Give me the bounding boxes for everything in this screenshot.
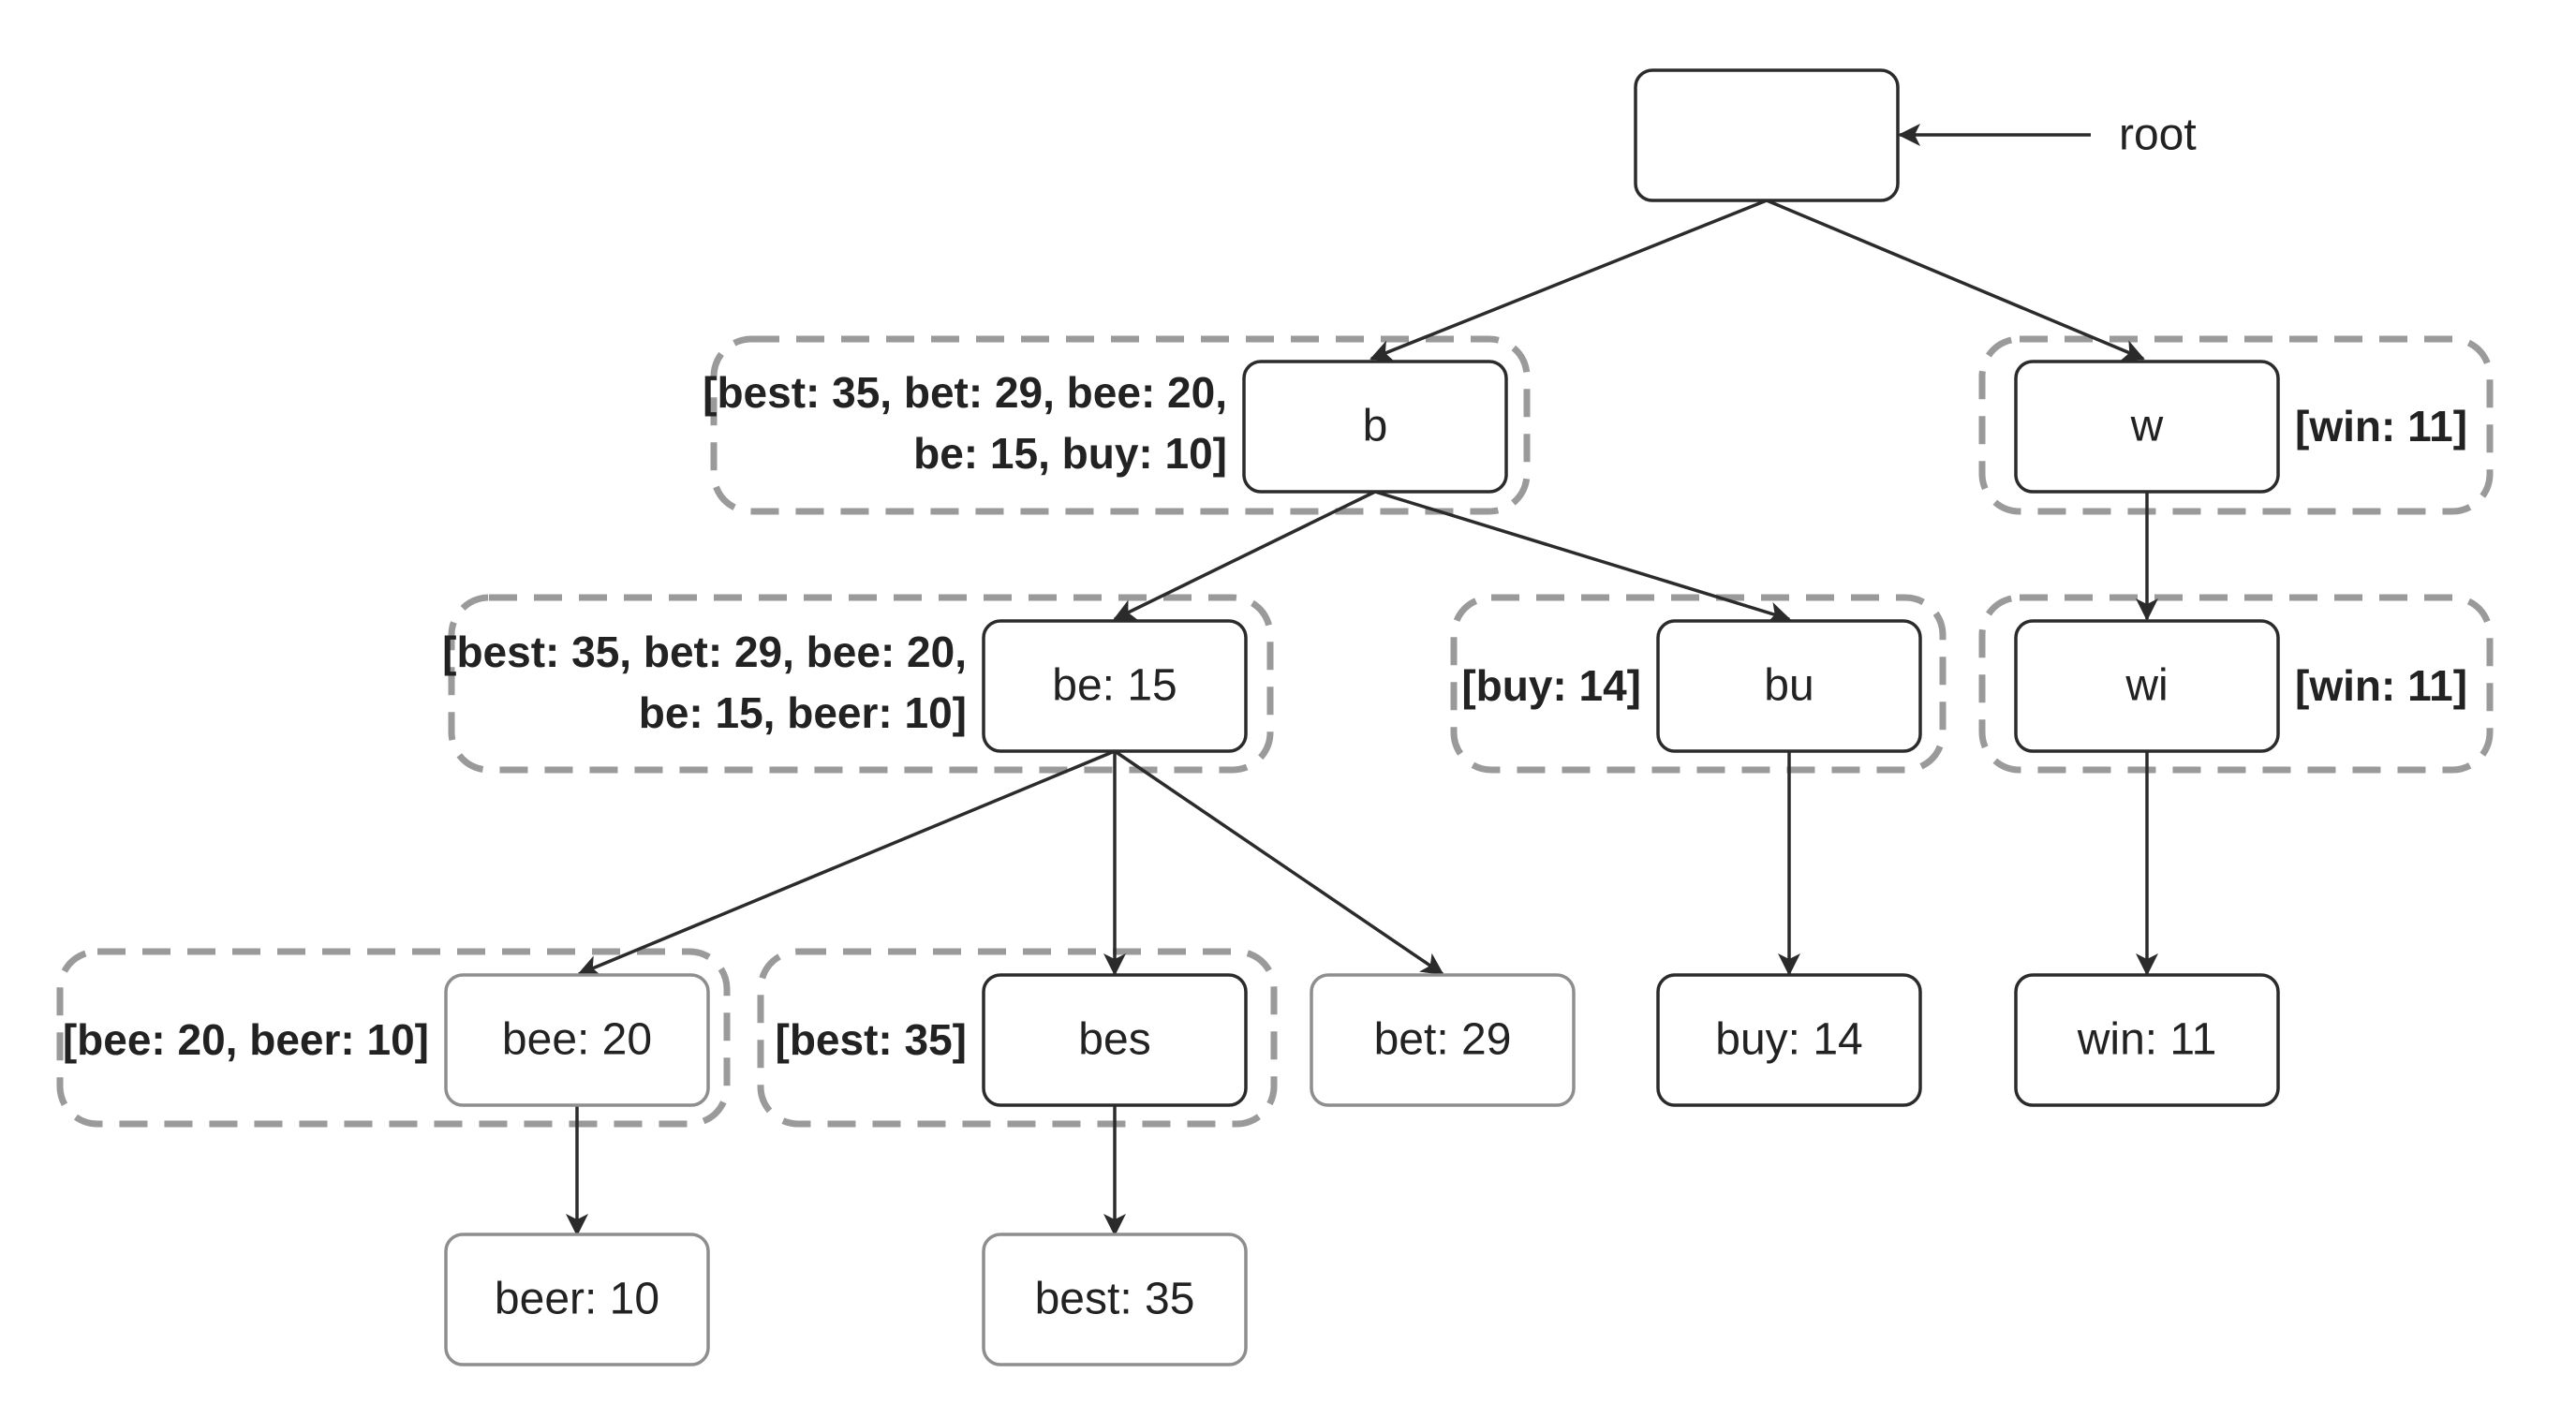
node-bu-label: bu — [1764, 661, 1814, 711]
node-w — [2014, 360, 2280, 494]
root-label: root — [2119, 111, 2197, 160]
cache-be-line1: [best: 35, bet: 29, bee: 20, — [442, 628, 967, 676]
cache-group-bu — [1450, 594, 1947, 774]
node-w-label: w — [2130, 402, 2164, 451]
node-beer — [444, 1233, 710, 1366]
edge-be-bet — [1114, 749, 1444, 976]
edge-b-bu — [1374, 490, 1791, 624]
node-b-label: b — [1363, 402, 1388, 451]
node-win — [2014, 973, 2280, 1107]
edge-be-bee — [577, 749, 1116, 977]
cache-group-wi — [1978, 594, 2494, 774]
node-best — [982, 1233, 1248, 1366]
node-bet — [1310, 973, 1576, 1107]
node-bee-label: bee: 20 — [502, 1015, 652, 1065]
edge-root-w — [1766, 199, 2145, 362]
node-bu — [1656, 619, 1922, 753]
node-bee — [444, 973, 710, 1107]
cache-group-bes — [757, 948, 1278, 1128]
node-be — [982, 619, 1248, 753]
node-b — [1242, 360, 1508, 494]
cache-w: [win: 11] — [2295, 402, 2467, 450]
cache-wi: [win: 11] — [2295, 661, 2467, 710]
cache-group-be — [448, 594, 1274, 774]
cache-group-bee — [56, 948, 731, 1128]
node-buy-label: buy: 14 — [1715, 1015, 1862, 1065]
edge-b-be — [1113, 490, 1376, 621]
node-beer-label: beer: 10 — [495, 1275, 659, 1324]
cache-be-line2: be: 15, beer: 10] — [639, 688, 967, 737]
cache-bee: [bee: 20, beer: 10] — [63, 1015, 429, 1064]
node-best-label: best: 35 — [1035, 1275, 1195, 1324]
edge-root-b — [1369, 199, 1768, 362]
node-wi-label: wi — [2124, 661, 2168, 711]
node-bes — [982, 973, 1248, 1107]
cache-group-w — [1978, 335, 2494, 515]
node-win-label: win: 11 — [2077, 1015, 2217, 1065]
cache-b-line1: [best: 35, bet: 29, bee: 20, — [703, 368, 1227, 417]
node-bet-label: bet: 29 — [1374, 1015, 1512, 1065]
cache-bu: [buy: 14] — [1461, 661, 1641, 710]
node-be-label: be: 15 — [1052, 661, 1177, 711]
cache-group-b — [710, 335, 1531, 515]
node-root — [1634, 68, 1900, 202]
node-wi — [2014, 619, 2280, 753]
cache-b-line2: be: 15, buy: 10] — [913, 429, 1227, 478]
node-bes-label: bes — [1078, 1015, 1150, 1065]
cache-bes: [best: 35] — [776, 1015, 967, 1064]
node-buy — [1656, 973, 1922, 1107]
